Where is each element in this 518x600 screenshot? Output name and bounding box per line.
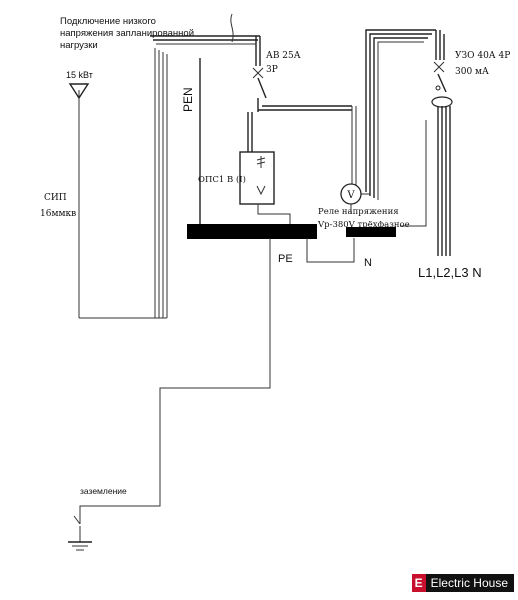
breaker-label-line1: АВ 25А [266, 51, 301, 61]
circuit-breaker-symbol [252, 36, 267, 112]
n-label: N [364, 257, 372, 269]
breaker-output-wiring [247, 105, 357, 186]
relay-label-line2: Vp-380V трёхфазное [317, 220, 410, 230]
rcd-label-line2: 300 мА [455, 67, 489, 77]
relay-rcd-wiring [365, 29, 445, 200]
ops-device [239, 151, 291, 226]
brand-logo-icon: E [411, 574, 426, 592]
rcd-symbol [431, 61, 453, 108]
relay-symbol-text: V [346, 190, 355, 201]
connection-label-line1: Подключение низкого [60, 16, 156, 27]
ground-conductor [79, 238, 271, 524]
phase-lines [400, 106, 451, 256]
brand-name: Electric House [430, 576, 508, 590]
n-busbar [346, 227, 396, 237]
pen-label: PEN [181, 87, 195, 112]
ground-icon [68, 515, 92, 551]
power-source-icon [68, 83, 90, 100]
rcd-label-line1: УЗО 40А 4Р [455, 51, 510, 61]
brand-badge: E Electric House [411, 574, 514, 592]
neutral-link [306, 238, 355, 263]
connection-label-line3: нагрузки [60, 40, 98, 51]
ops-label: ОПС1 В (I) [198, 174, 246, 185]
incoming-cable-bundle [78, 13, 260, 319]
power-label: 15 kВт [66, 70, 93, 80]
connection-label-line2: напряжения запланированной [60, 28, 194, 39]
breaker-label-line2: 3Р [266, 65, 278, 75]
relay-label-line1: Реле напряжения [318, 207, 399, 217]
pe-busbar [187, 224, 317, 239]
voltage-relay: V [340, 183, 370, 214]
cable-label-line1: СИП [44, 193, 67, 203]
grounding-label: заземление [80, 486, 127, 496]
cable-label-line2: 16ммкв [40, 209, 76, 219]
pe-label: PE [278, 253, 293, 265]
phases-label: L1,L2,L3 N [418, 265, 482, 280]
